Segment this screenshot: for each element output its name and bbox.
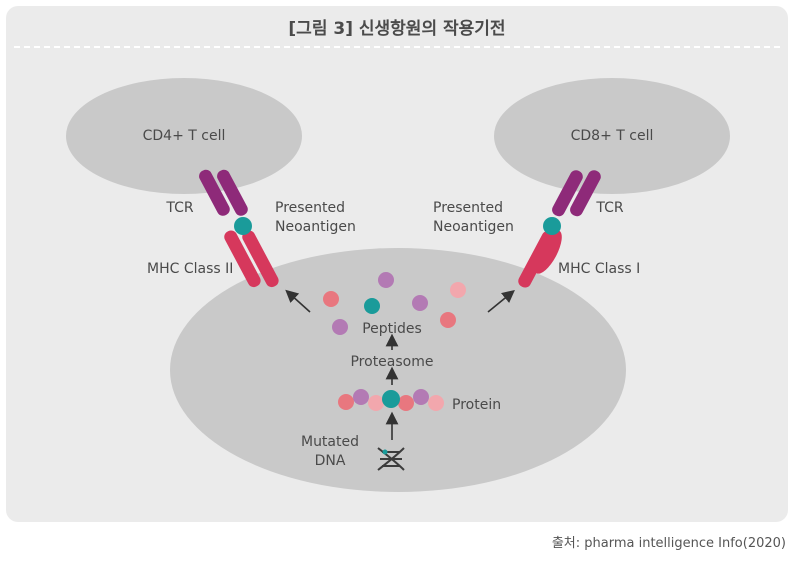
neoantigen-right	[543, 217, 561, 235]
dna-icon	[377, 447, 405, 471]
mutated-dna-line2: DNA	[315, 453, 346, 469]
presented-right-line1: Presented	[433, 200, 503, 216]
figure-title: [그림 3] 신생항원의 작용기전	[288, 19, 506, 39]
arrow-to-mhc-i	[487, 289, 515, 313]
tcr-right-chain-b	[570, 170, 601, 217]
cd8-label: CD8+ T cell	[571, 128, 654, 144]
peptide	[332, 319, 348, 335]
protein-bead	[428, 395, 444, 411]
mhc-right-chain-b	[534, 230, 562, 274]
tcr-left-label: TCR	[165, 200, 194, 216]
presented-left-line1: Presented	[275, 200, 345, 216]
peptide	[378, 272, 394, 288]
peptide	[440, 312, 456, 328]
protein-bead	[368, 395, 384, 411]
neoantigen-left	[234, 217, 252, 235]
tcr-right-chain-a	[552, 170, 583, 217]
protein-bead-mutant	[382, 390, 400, 408]
left-receptor-complex	[199, 169, 279, 288]
mhc-left-label: MHC Class II	[147, 261, 233, 277]
mutated-dna-line1: Mutated	[301, 434, 359, 450]
presented-right-line2: Neoantigen	[433, 219, 514, 235]
proteasome-label: Proteasome	[350, 354, 433, 370]
peptides-label: Peptides	[362, 321, 422, 337]
peptide	[450, 282, 466, 298]
protein-bead	[398, 395, 414, 411]
protein-label: Protein	[452, 397, 501, 413]
tcr-left-chain-b	[217, 169, 248, 216]
protein-chain	[338, 389, 444, 411]
arrow-to-mhc-ii	[285, 289, 311, 313]
tcr-right-label: TCR	[595, 200, 624, 216]
presented-left-line2: Neoantigen	[275, 219, 356, 235]
tcr-left-chain-a	[199, 169, 230, 216]
cd4-t-cell	[66, 78, 302, 194]
mhc-left-chain-b	[242, 230, 279, 288]
peptide	[412, 295, 428, 311]
dna-mutation-mark	[382, 449, 388, 455]
figure-source: 출처: pharma intelligence Info(2020)	[551, 536, 786, 551]
mhc-left-chain-a	[224, 230, 261, 288]
tumor-cell	[170, 248, 626, 492]
right-receptor-complex	[518, 170, 601, 288]
title-divider	[14, 46, 780, 48]
mhc-right-label: MHC Class I	[558, 261, 640, 277]
peptide	[364, 298, 380, 314]
protein-bead	[413, 389, 429, 405]
cd4-label: CD4+ T cell	[143, 128, 226, 144]
cd8-t-cell	[494, 78, 730, 194]
protein-bead	[353, 389, 369, 405]
peptides-cloud	[323, 272, 466, 335]
peptide	[323, 291, 339, 307]
protein-bead	[338, 394, 354, 410]
